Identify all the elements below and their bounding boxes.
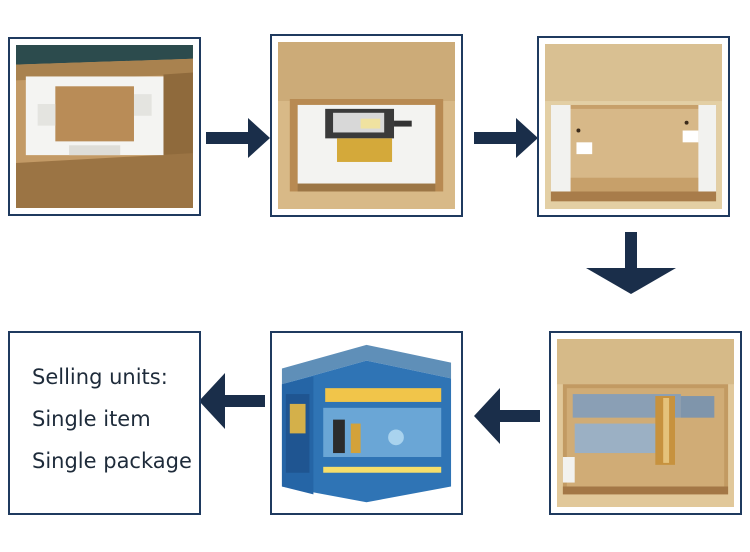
single-package-label: Single package bbox=[32, 449, 192, 473]
image-foam-insert-box bbox=[16, 45, 193, 208]
image-lock-parts-foam bbox=[278, 42, 455, 209]
photo-retail-box bbox=[270, 331, 463, 515]
arrow-down-icon bbox=[586, 232, 676, 294]
photo-empty-box-foam bbox=[8, 37, 201, 216]
image-cardboard-tray bbox=[545, 44, 722, 209]
single-item-label: Single item bbox=[32, 407, 151, 431]
image-printed-retail-box bbox=[278, 339, 455, 507]
arrow-right-icon bbox=[206, 118, 270, 158]
photo-lock-in-tray bbox=[549, 331, 742, 515]
photo-lock-in-foam bbox=[270, 34, 463, 217]
selling-units-box: Selling units: Single item Single packag… bbox=[8, 331, 201, 515]
arrow-left-icon bbox=[199, 373, 265, 429]
selling-units-label: Selling units: bbox=[32, 365, 168, 389]
image-lock-parts-tray bbox=[557, 339, 734, 507]
arrow-right-icon bbox=[474, 118, 538, 158]
arrow-left-icon bbox=[474, 388, 540, 444]
photo-cardboard-tray bbox=[537, 36, 730, 217]
